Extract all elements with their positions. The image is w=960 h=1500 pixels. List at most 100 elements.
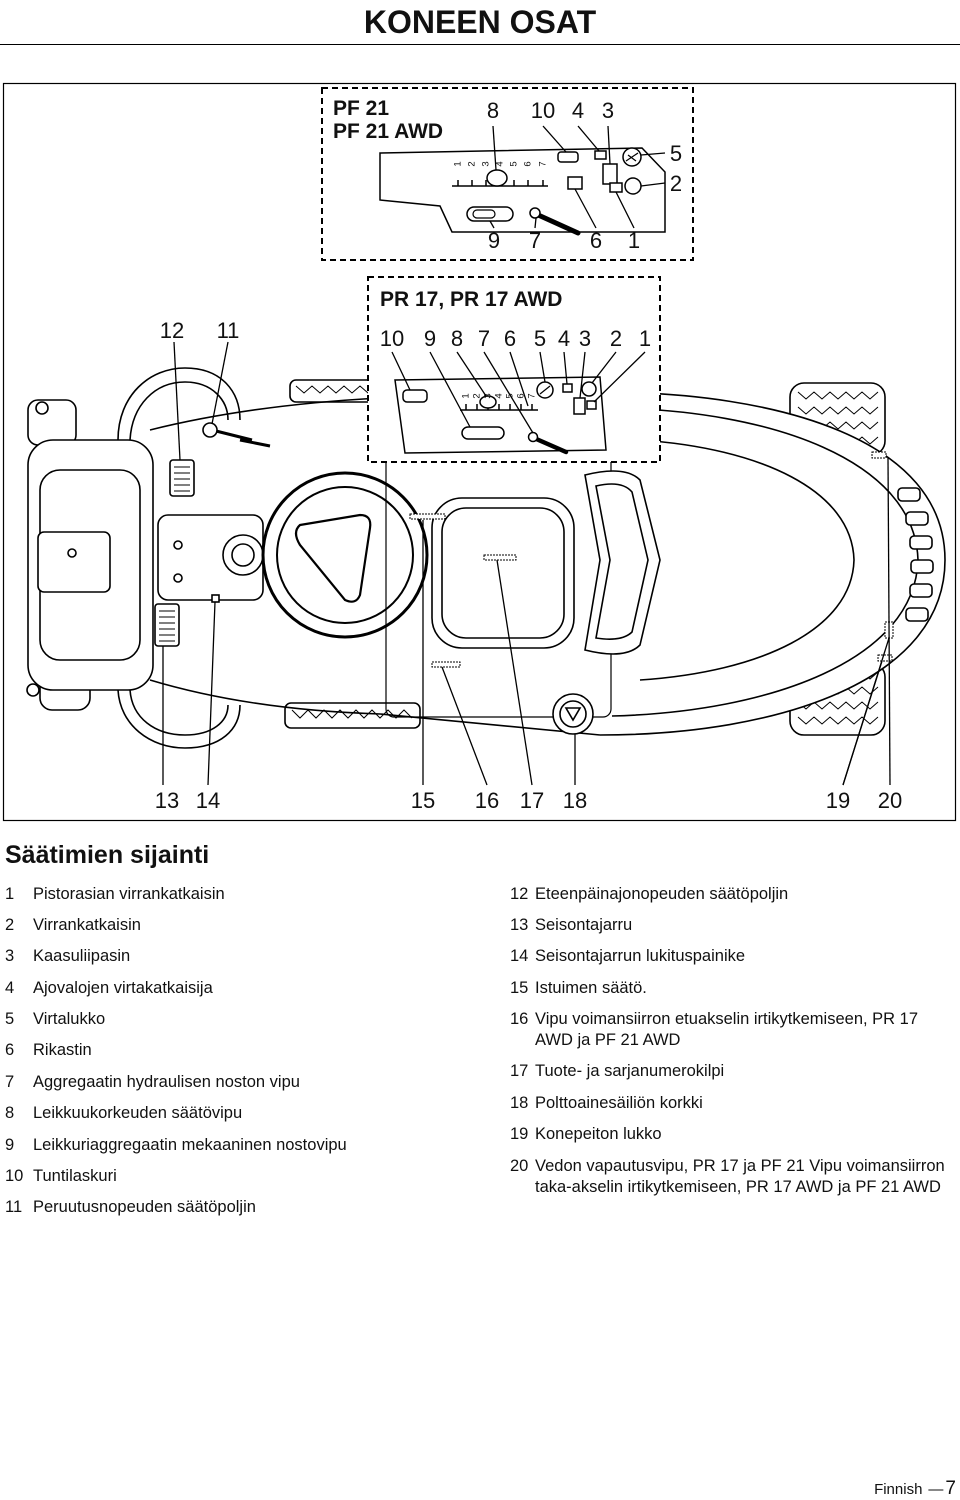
rear-bumper-top <box>27 399 77 446</box>
tread-pattern <box>797 716 879 725</box>
steering-wheel-hub <box>294 513 372 603</box>
pf-callout-2: 2 <box>670 171 682 196</box>
pf-callout-4: 4 <box>572 98 584 123</box>
list-item: 16 Vipu voimansiirron etuakselin irtikytk… <box>510 1009 955 1051</box>
title-divider <box>0 44 960 45</box>
steering-wheel-inner <box>276 486 414 624</box>
pf-callout-8: 8 <box>487 98 499 123</box>
reverse-pedal-lever <box>211 428 271 448</box>
list-item: 14 Seisontajarrun lukituspainike <box>510 946 955 967</box>
body-edge-bottom <box>149 679 601 736</box>
footer-separator: — <box>928 1481 944 1498</box>
item-text: Leikkuukorkeuden säätövipu <box>33 1104 243 1123</box>
item-number: 10 <box>5 1167 24 1186</box>
item-text: Pistorasian virrankatkaisin <box>33 884 225 903</box>
item-number: 5 <box>5 1010 15 1029</box>
main-leader-lines <box>162 341 891 786</box>
diagram-frame <box>2 82 957 822</box>
hood-lock <box>877 654 893 662</box>
pr-scale-6: 6 <box>516 393 527 398</box>
footer-language: Finnish <box>874 1481 923 1498</box>
item-number: 14 <box>510 947 529 966</box>
item-text: Virrankatkaisin <box>33 915 141 934</box>
dash-indicator <box>173 540 183 550</box>
pf-scale-1: 1 <box>453 161 464 166</box>
item-number: 1 <box>5 884 15 903</box>
item-text: Seisontajarrun lukituspainike <box>535 947 746 966</box>
steering-column-inner <box>231 543 255 567</box>
item-number: 16 <box>510 1010 529 1029</box>
pr-hydraulic-lever <box>531 435 569 455</box>
pf-socket-switch <box>609 182 623 193</box>
item-text: Vedon vapautusvipu, PR 17 ja PF 21 Vipu … <box>535 1156 945 1196</box>
pf-mech-lift-lever <box>466 206 514 222</box>
pr-callout-2: 2 <box>610 326 622 351</box>
callout-17: 17 <box>520 788 544 813</box>
list-item: 5 Virtalukko <box>5 1009 475 1030</box>
brake-pedal-ribs <box>159 610 175 642</box>
page-footer: Finnish — 7 <box>874 1478 956 1500</box>
rear-wheel-top <box>117 367 241 441</box>
page-number: 7 <box>945 1478 956 1499</box>
pf-callout-1: 1 <box>628 228 640 253</box>
item-text: Peruutusnopeuden säätöpoljin <box>33 1198 256 1217</box>
pr-callout-7: 7 <box>478 326 490 351</box>
pr-title: PR 17, PR 17 AWD <box>380 288 562 311</box>
pf-scale-6: 6 <box>523 161 534 166</box>
item-number: 3 <box>5 947 15 966</box>
pr-cut-height-knob <box>479 395 497 409</box>
pf-inset-dashed-box <box>321 87 694 261</box>
item-text: Konepeiton lukko <box>535 1125 662 1144</box>
steering-wheel <box>261 471 429 639</box>
serial-plate <box>483 554 517 561</box>
page-title: KONEEN OSAT <box>363 4 597 40</box>
pr-scale-3: 3 <box>483 393 494 398</box>
pr-scale-4: 4 <box>494 393 505 398</box>
rear-bumper-bolt <box>26 683 40 697</box>
pf-scale-7: 7 <box>538 161 549 166</box>
item-text: Ajovalojen virtakatkaisija <box>33 978 213 997</box>
pf-cut-height-knob <box>486 169 508 187</box>
pr-hour-meter <box>402 389 428 403</box>
hood-center <box>639 439 855 681</box>
section-heading: Säätimien sijainti <box>5 841 210 869</box>
item-text: Eteenpäinajonopeuden säätöpoljin <box>535 884 789 903</box>
pr-callout-9: 9 <box>424 326 436 351</box>
pr-callout-8: 8 <box>451 326 463 351</box>
brake-lock-button <box>211 594 220 603</box>
pf-callout-3: 3 <box>602 98 614 123</box>
item-text: Virtalukko <box>33 1010 106 1029</box>
item-text: Aggregaatin hydraulisen noston vipu <box>33 1072 300 1091</box>
rear-wheel-bottom-inner <box>129 689 229 736</box>
pr-callout-1: 1 <box>639 326 651 351</box>
item-number: 17 <box>510 1062 529 1081</box>
reverse-pedal-knob <box>202 422 218 438</box>
pf-choke <box>567 176 583 190</box>
callout-12: 12 <box>160 318 184 343</box>
pr-leader-lines <box>391 351 646 434</box>
rear-wheel-bottom <box>117 689 241 749</box>
front-axle-lever <box>431 661 461 668</box>
pf-panel-inset: PF 21 PF 21 AWD 1 2 3 4 5 6 7 <box>321 87 694 261</box>
pf-mech-lift-lever-grip <box>472 209 496 219</box>
pr-mech-lift-lever <box>461 426 505 440</box>
pf-throttle <box>602 163 618 185</box>
forward-pedal-ribs <box>174 466 190 492</box>
item-text: Vipu voimansiirron etuakselin irtikytkem… <box>535 1010 919 1050</box>
list-item: 1 Pistorasian virrankatkaisin <box>5 884 475 905</box>
pf-scale-5: 5 <box>509 161 520 166</box>
pr-scale-7: 7 <box>527 393 538 398</box>
